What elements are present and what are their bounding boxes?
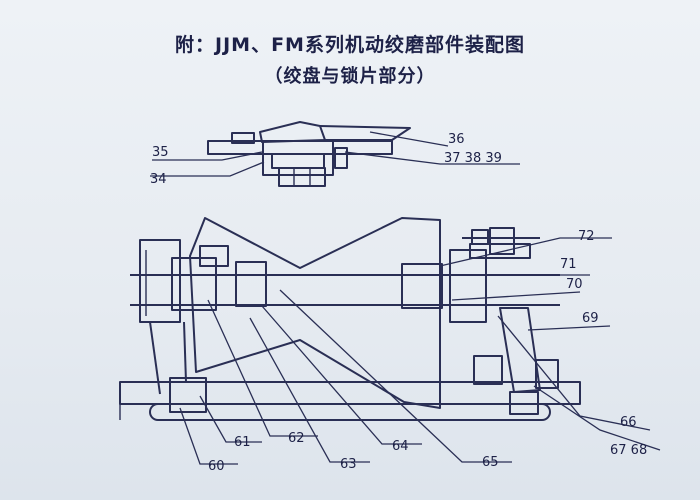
callout-72: 72 xyxy=(578,229,595,244)
lock-nut-left xyxy=(231,132,255,144)
leader-65 xyxy=(279,289,512,463)
lock-inner xyxy=(271,153,325,169)
left-hub-nut xyxy=(199,245,229,267)
leader-64 xyxy=(261,305,422,445)
left-frame-leg xyxy=(149,321,161,395)
callout-60: 60 xyxy=(208,459,225,474)
leader-60 xyxy=(179,407,238,465)
drum-hub xyxy=(235,261,267,307)
lock-bolt xyxy=(278,167,326,187)
leader-62 xyxy=(207,299,318,437)
lock-lever xyxy=(319,125,411,141)
callout-65: 65 xyxy=(482,455,499,470)
callout-62: 62 xyxy=(288,431,305,446)
arm-nut xyxy=(535,359,559,389)
base-bolt-left xyxy=(169,377,207,413)
callout-67-68: 67 68 xyxy=(610,443,647,458)
gear-plate xyxy=(449,249,487,323)
leader-61 xyxy=(199,395,262,443)
leader-72 xyxy=(439,237,612,267)
leader-67-68 xyxy=(533,385,661,451)
callout-63: 63 xyxy=(340,457,357,472)
lock-plate-assembly xyxy=(207,121,411,187)
leader-36 xyxy=(369,131,449,147)
pawl-nut xyxy=(471,229,489,245)
winch-drum-assembly xyxy=(119,217,581,421)
lock-side-block xyxy=(334,147,348,169)
callout-66: 66 xyxy=(620,415,637,430)
drawing-title: 附：JJM、FM系列机动绞磨部件装配图 xyxy=(175,34,525,56)
leader-37-39 xyxy=(344,151,520,165)
callout-36: 36 xyxy=(448,132,465,147)
arm-bolt xyxy=(473,355,503,385)
base-frame-rail xyxy=(149,403,551,421)
callout-69: 69 xyxy=(582,311,599,326)
callout-61: 61 xyxy=(234,435,251,450)
base-bolt-right xyxy=(509,391,539,415)
callout-34: 34 xyxy=(150,172,167,187)
callout-64: 64 xyxy=(392,439,409,454)
callout-35: 35 xyxy=(152,145,169,160)
left-hub xyxy=(171,257,217,311)
right-hub xyxy=(401,263,443,309)
left-bearing-housing xyxy=(139,239,181,323)
pawl-block xyxy=(489,227,515,255)
leader-35 xyxy=(152,151,263,161)
drawing-subtitle: （绞盘与锁片部分） xyxy=(264,66,436,87)
support-arm xyxy=(499,307,541,393)
leader-63 xyxy=(249,317,370,463)
leader-70 xyxy=(451,291,581,301)
lock-housing xyxy=(262,140,334,176)
leader-69 xyxy=(527,325,611,331)
callout-71: 71 xyxy=(560,257,577,272)
leader-34 xyxy=(150,161,265,177)
left-frame-leg-inner xyxy=(183,321,187,383)
lock-plate xyxy=(259,121,326,143)
gear-cap xyxy=(469,243,531,259)
callout-37-39: 37 38 39 xyxy=(444,151,502,166)
callout-70: 70 xyxy=(566,277,583,292)
